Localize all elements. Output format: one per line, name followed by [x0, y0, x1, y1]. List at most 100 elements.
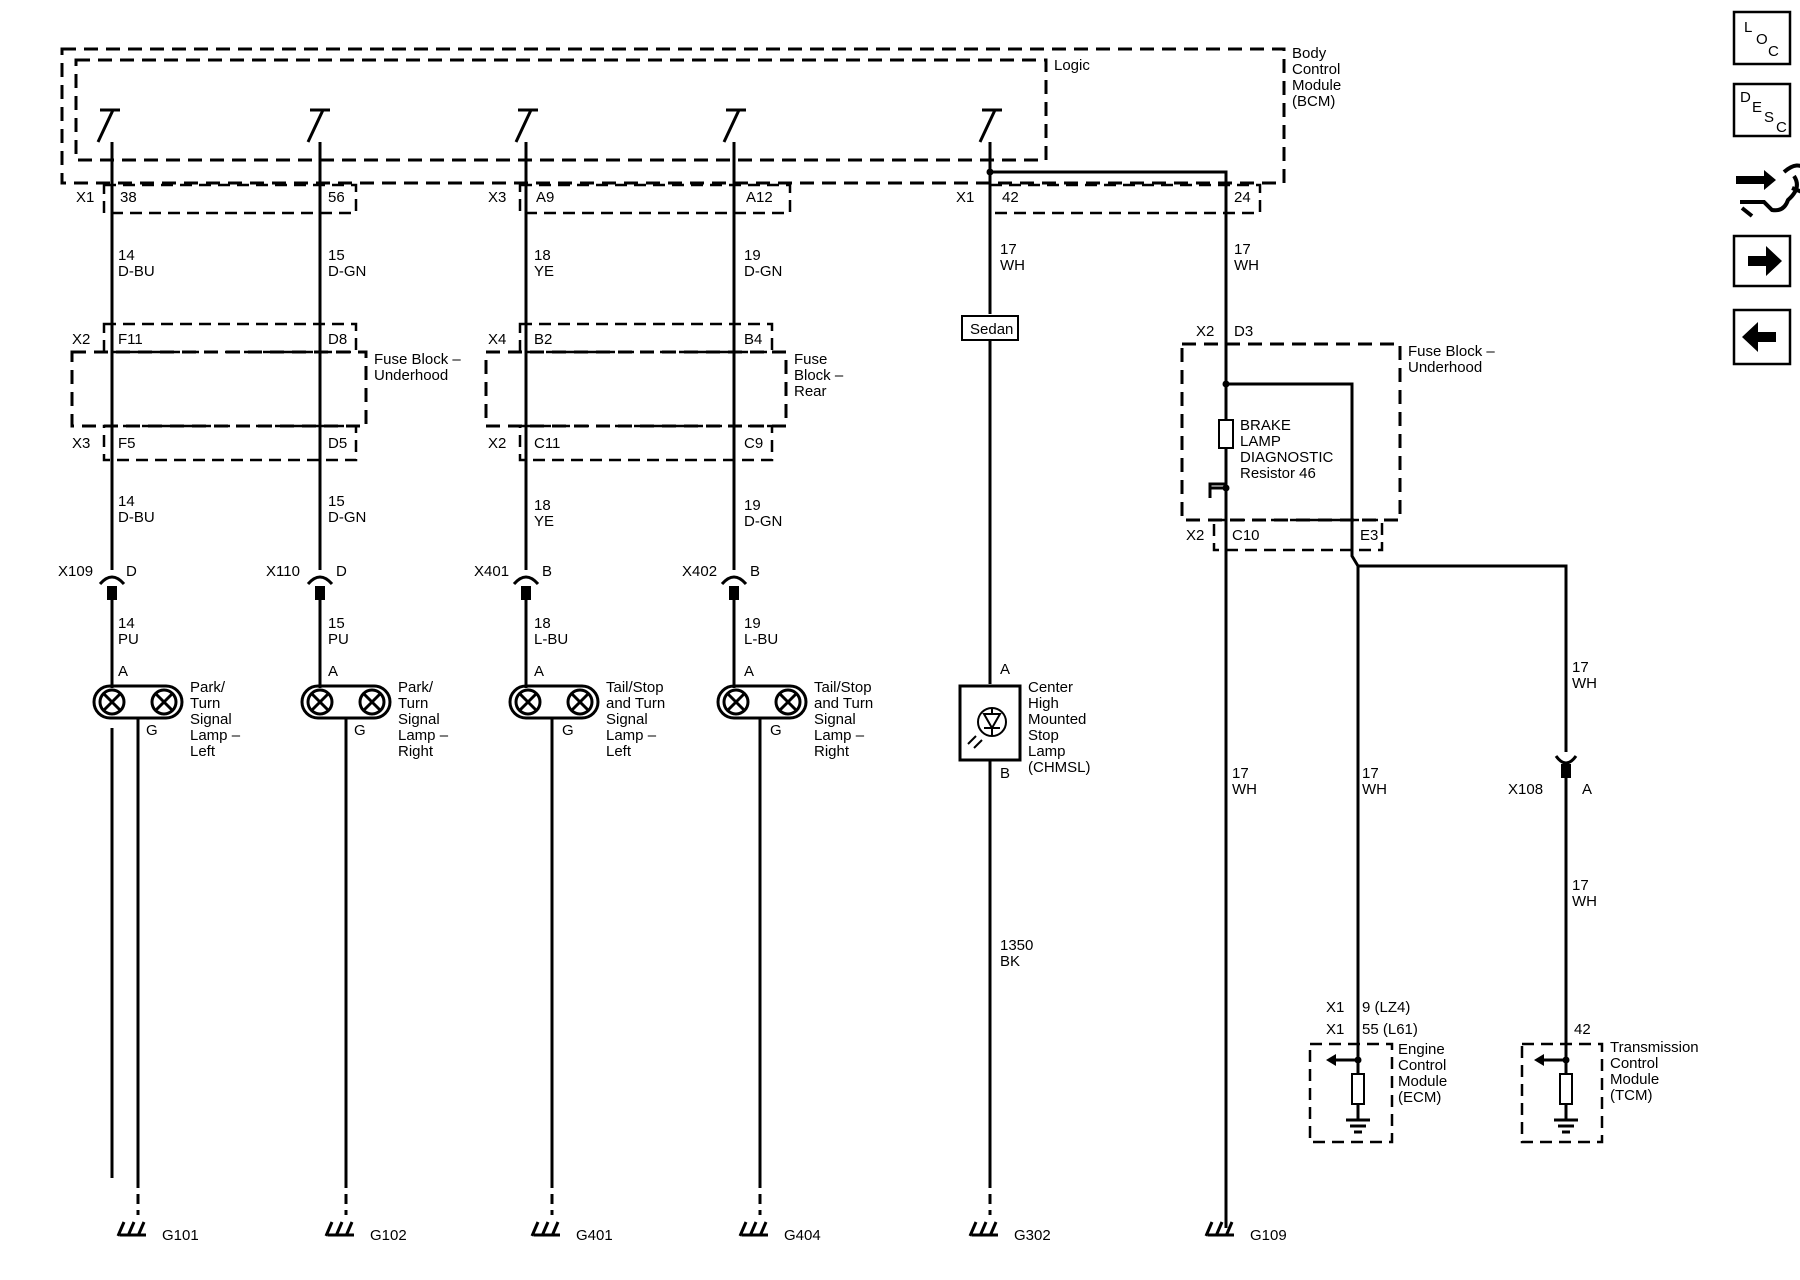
module-label: Transmission — [1610, 1039, 1699, 1056]
bcm-connector-x1-right — [988, 183, 1262, 215]
wire-color: WH — [1572, 675, 1597, 692]
lamp-label: Mounted — [1028, 711, 1086, 728]
wire-color: PU — [328, 631, 349, 648]
wire-gauge: 17 — [1000, 241, 1017, 258]
lamp-icon — [716, 684, 808, 720]
bcm-connector-x3 — [518, 183, 792, 215]
lamp-label: Lamp – — [606, 727, 657, 744]
wire-gauge: 18 — [534, 615, 551, 632]
fuse-conn-label: X2 — [1186, 527, 1204, 544]
bcm-switches — [96, 108, 1002, 143]
next-page-button[interactable] — [1732, 234, 1792, 288]
fuse-connector-bottom — [1212, 518, 1384, 552]
switch-icon — [514, 108, 538, 143]
lamp-label: Signal — [398, 711, 440, 728]
lamp-label: and Turn — [606, 695, 665, 712]
switch-icon — [96, 108, 120, 143]
lamp-label: and Turn — [814, 695, 873, 712]
lamp-pin-label: A — [118, 663, 128, 680]
wire-color: WH — [1362, 781, 1387, 798]
tcm-module-outline — [1520, 1042, 1604, 1144]
fuse-pin-label: C10 — [1232, 527, 1260, 544]
switch-icon — [722, 108, 746, 143]
lamp-label: Left — [606, 743, 632, 760]
loc-letter: C — [1768, 43, 1779, 60]
inline-pin-label: B — [542, 563, 552, 580]
bcm-conn-label: X1 — [956, 189, 974, 206]
arrow-left-icon — [1742, 322, 1776, 352]
wire-color: WH — [1234, 257, 1259, 274]
lamp-label: Stop — [1028, 727, 1059, 744]
fuse-conn-label: X4 — [488, 331, 506, 348]
wire-gauge: 17 — [1232, 765, 1249, 782]
fuse-connector-bottom — [102, 424, 358, 462]
inline-connector-pin — [315, 586, 325, 600]
connector-wrench-icon — [1736, 163, 1800, 218]
lamp-pin-label: A — [328, 663, 338, 680]
ground-icon — [116, 1221, 146, 1237]
fuse-pin-label: B4 — [744, 331, 762, 348]
wire-gauge: 18 — [534, 247, 551, 264]
wire-color: WH — [1572, 893, 1597, 910]
fuse-pin-label: B2 — [534, 331, 552, 348]
lamp-label: (CHMSL) — [1028, 759, 1091, 776]
wire — [1358, 564, 1568, 1060]
lamp-label: Turn — [398, 695, 428, 712]
wire-color: D-GN — [744, 263, 782, 280]
bcm-pin-label: 38 — [120, 189, 137, 206]
lamp-label: High — [1028, 695, 1059, 712]
bcm-conn-label: X1 — [76, 189, 94, 206]
location-button[interactable]: L O C — [1732, 10, 1792, 66]
wire-gauge: 18 — [534, 497, 551, 514]
fuse-block-outline — [484, 350, 788, 428]
wire-gauge: 14 — [118, 247, 135, 264]
ground-icon — [968, 1221, 998, 1237]
wire-gauge: 17 — [1572, 659, 1589, 676]
wire-color: D-GN — [744, 513, 782, 530]
lamp-pin-label: G — [354, 722, 366, 739]
bcm-name-line: Control — [1292, 61, 1340, 78]
switch-icon — [306, 108, 330, 143]
bcm-logic-outline — [74, 58, 1048, 162]
ground-icon — [738, 1221, 768, 1237]
inline-connector-pin — [729, 586, 739, 600]
description-button[interactable]: D E S C — [1732, 82, 1792, 138]
ground-icon — [1204, 1221, 1234, 1237]
lamp-label: Lamp – — [190, 727, 241, 744]
fuse-pin-label: D5 — [328, 435, 347, 452]
fuse-block-outline — [1180, 342, 1402, 522]
fuse-conn-label: X2 — [1196, 323, 1214, 340]
previous-page-button[interactable] — [1732, 308, 1792, 366]
wire-color: D-GN — [328, 263, 366, 280]
sedan-option-box — [961, 315, 1019, 341]
wire-color: YE — [534, 513, 554, 530]
ground-label: G101 — [162, 1227, 199, 1244]
bcm-logic-label: Logic — [1054, 57, 1090, 74]
inline-pin-label: B — [750, 563, 760, 580]
diagnostic-connector-button[interactable] — [1736, 163, 1800, 218]
wire-color: BK — [1000, 953, 1020, 970]
inline-pin-label: A — [1582, 781, 1592, 798]
wire-color: L-BU — [534, 631, 568, 648]
wire-gauge: 19 — [744, 615, 761, 632]
inline-conn-label: X401 — [474, 563, 509, 580]
resistor-icon — [1559, 1073, 1573, 1105]
fuse-block-underhood-left: Fuse Block – Underhood X2 F11 D8 X3 F5 D… — [70, 322, 461, 462]
module-pin-label: 42 — [1574, 1021, 1591, 1038]
ground-label: G401 — [576, 1227, 613, 1244]
lamp-label: Center — [1028, 679, 1073, 696]
lamp-label: Lamp – — [398, 727, 449, 744]
wire-gauge: 15 — [328, 247, 345, 264]
resistor-label: LAMP — [1240, 433, 1281, 450]
desc-letter: D — [1740, 89, 1751, 106]
fuse-pin-label: E3 — [1360, 527, 1378, 544]
wire — [990, 170, 1228, 1228]
ground-label: G109 — [1250, 1227, 1287, 1244]
lamp-pin-label: A — [744, 663, 754, 680]
ground-icon — [324, 1221, 354, 1237]
circuit-tail-stop-turn-right: 19 D-GN 19 D-GN X402 B 19 L-BU A G Tail/… — [682, 142, 873, 1244]
resistor-label: Resistor 46 — [1240, 465, 1316, 482]
inline-connector-icon — [306, 575, 334, 586]
wire-color: YE — [534, 263, 554, 280]
